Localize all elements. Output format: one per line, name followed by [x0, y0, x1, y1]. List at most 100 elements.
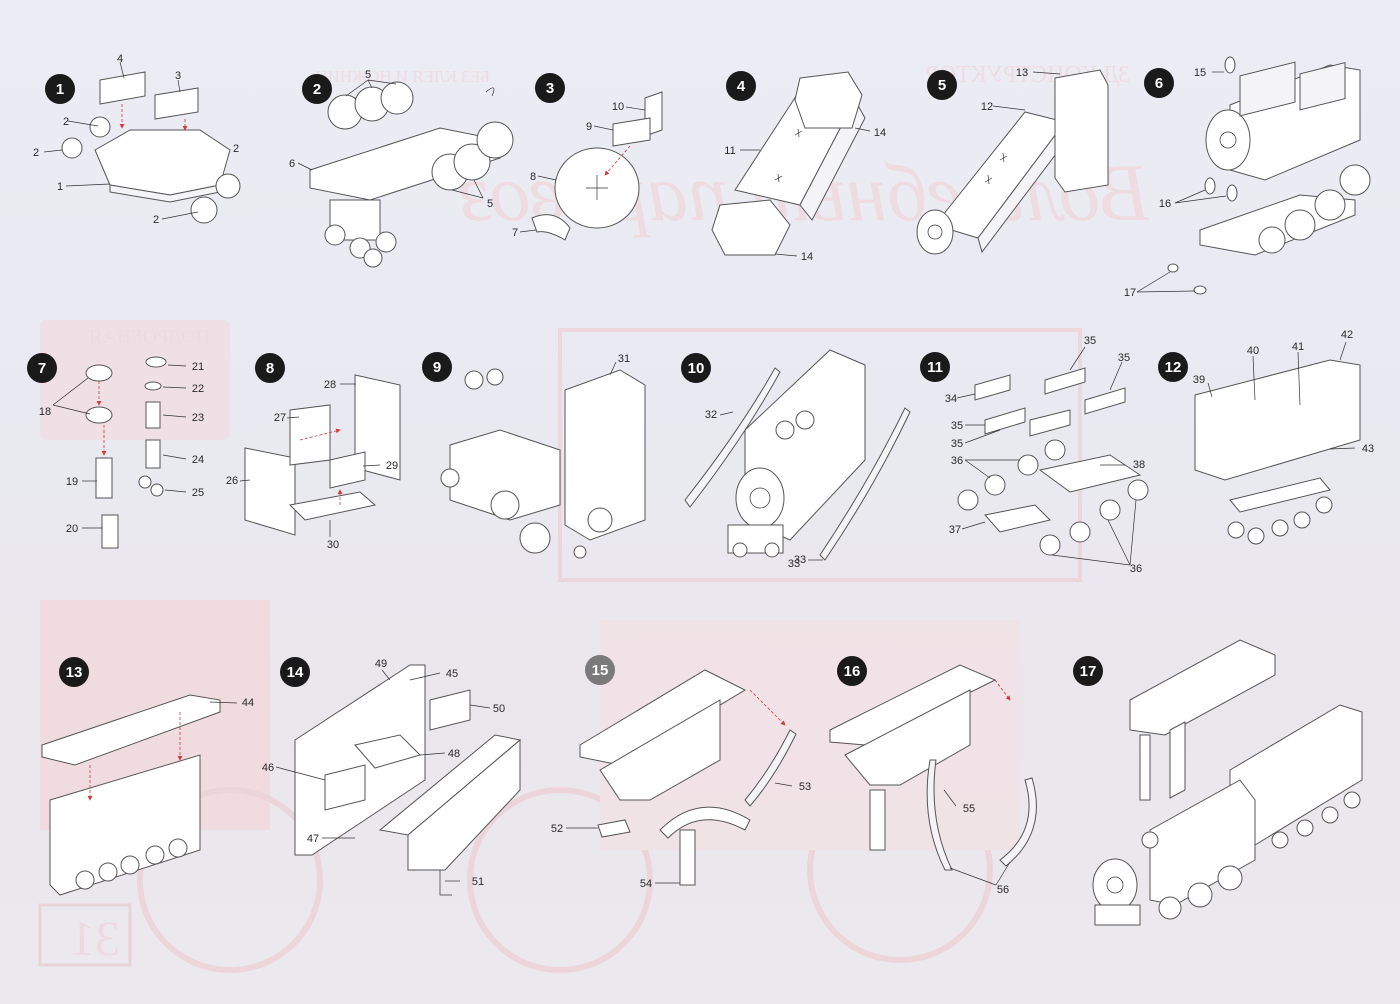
- bg-page-number: 31: [70, 910, 120, 966]
- step-15-badge: [585, 655, 615, 685]
- step-11-label: 37: [949, 524, 961, 536]
- step-14-label: 51: [472, 876, 484, 888]
- step-5-parts: [916, 69, 1109, 255]
- step-8-label: 27: [274, 412, 286, 424]
- step-1-label: 2: [153, 214, 159, 226]
- step-12-badge: [1158, 352, 1188, 382]
- step-10-parts: [684, 349, 911, 561]
- step-1-number: 1: [56, 81, 64, 98]
- step-4-badge: [726, 71, 756, 101]
- step-1-label: 2: [63, 116, 69, 128]
- step-14-badge: [280, 657, 310, 687]
- step-7: 7 21 18 22 23 24 19 25 20: [27, 353, 204, 549]
- step-3-label: 10: [612, 101, 624, 113]
- step-1-parts: [61, 71, 241, 224]
- step-16-label: 56: [997, 884, 1009, 896]
- bg-sub-text: БЕЗ КЛЕЯ И НОЖНИЦ: [315, 67, 490, 86]
- step-12-label: 42: [1341, 329, 1353, 341]
- step-16: 16 55 56: [829, 656, 1037, 896]
- step-12-label: 39: [1193, 374, 1205, 386]
- step-16-number: 16: [844, 663, 861, 680]
- step-14: 14 49 45 50 48 46 47 51: [262, 657, 522, 896]
- step-10-label: 33: [794, 554, 806, 566]
- step-17: 17: [1073, 639, 1363, 926]
- step-9: 9 31: [422, 352, 646, 559]
- step-11-parts: [957, 367, 1149, 556]
- step-15: 15 53 52 54: [551, 655, 811, 890]
- step-14-label: 45: [446, 668, 458, 680]
- step-12-label: 41: [1292, 341, 1304, 353]
- step-9-parts: [440, 368, 646, 559]
- step-2: 2 5 6 5: [289, 69, 514, 268]
- step-12-parts: [1194, 61, 1361, 545]
- step-3-label: 8: [530, 171, 536, 183]
- step-12-label: 43: [1362, 443, 1374, 455]
- step-8-label: 26: [226, 475, 238, 487]
- step-4: 4 14 11 14: [711, 71, 886, 263]
- step-10-badge: [681, 353, 711, 383]
- step-12: 12 42 40 41 39 43: [1158, 61, 1374, 545]
- bg-wheel-2: [467, 787, 653, 973]
- step-1-label: 3: [175, 70, 181, 82]
- step-5-label: 12: [981, 101, 993, 113]
- step-1-badge: [45, 74, 75, 104]
- step-7-badge: [27, 353, 57, 383]
- step-2-label: 5: [365, 69, 371, 81]
- step-13-label: 44: [242, 697, 254, 709]
- step-15-label: 52: [551, 823, 563, 835]
- step-9-label: 31: [618, 353, 630, 365]
- step-3-label: 9: [586, 121, 592, 133]
- step-13-number: 13: [66, 664, 83, 681]
- step-1-label: 2: [233, 143, 239, 155]
- step-12-label: 40: [1247, 345, 1259, 357]
- step-6-number: 6: [1155, 75, 1163, 92]
- step-13: 13 44: [41, 657, 254, 896]
- bg-side-text: ПОДРОБНАЯ: [89, 326, 210, 348]
- step-11-label: 38: [1133, 459, 1145, 471]
- step-11-label: 35: [1118, 352, 1130, 364]
- bg-wheel-1: [137, 787, 323, 973]
- step-1: 1 4 3 2 2 2 1 2: [33, 53, 241, 226]
- step-5: 5 13 12: [916, 67, 1109, 255]
- step-14-label: 47: [307, 833, 319, 845]
- step-7-number: 7: [38, 360, 46, 377]
- step-5-label: 13: [1016, 67, 1028, 79]
- step-11-label: 35: [1084, 335, 1096, 347]
- bg-side-panel: [40, 320, 230, 440]
- step-16-parts: [829, 664, 1037, 871]
- step-1-label: 2: [33, 147, 39, 159]
- step-15-number: 15: [592, 662, 609, 679]
- step-15-label: 53: [799, 781, 811, 793]
- step-7-label: 25: [192, 487, 204, 499]
- step-11-number: 11: [927, 359, 943, 376]
- step-6-label: 17: [1124, 287, 1136, 299]
- step-7-label: 20: [66, 523, 78, 535]
- step-8-badge: [255, 353, 285, 383]
- step-5-badge: [927, 70, 957, 100]
- step-7-parts: [85, 356, 167, 549]
- step-7-label: 19: [66, 476, 78, 488]
- step-11-label: 36: [951, 455, 963, 467]
- step-4-label: 11: [724, 145, 735, 157]
- step-14-number: 14: [287, 664, 304, 681]
- step-11-label: 36: [1130, 563, 1142, 575]
- step-2-number: 2: [313, 81, 321, 98]
- step-8: 8 28 27 29 26 30: [226, 353, 401, 551]
- step-8-label: 29: [386, 460, 398, 472]
- step-11-label: 34: [945, 393, 957, 405]
- step-2-label: 5: [487, 198, 493, 210]
- step-16-label: 55: [963, 803, 975, 815]
- step-1-label: 1: [57, 181, 63, 193]
- step-10-number: 10: [688, 360, 705, 377]
- step-4-number: 4: [737, 78, 746, 95]
- step-8-number: 8: [266, 360, 274, 377]
- step-4-parts: [711, 71, 866, 256]
- step-11-badge: [920, 352, 950, 382]
- step-8-parts: [244, 374, 401, 536]
- step-3-badge: [535, 73, 565, 103]
- step-17-badge: [1073, 656, 1103, 686]
- step-11: 11 35 35 34 35 35 36 38 37 36: [920, 335, 1149, 575]
- step-9-badge: [422, 352, 452, 382]
- step-4-label: 14: [801, 251, 813, 263]
